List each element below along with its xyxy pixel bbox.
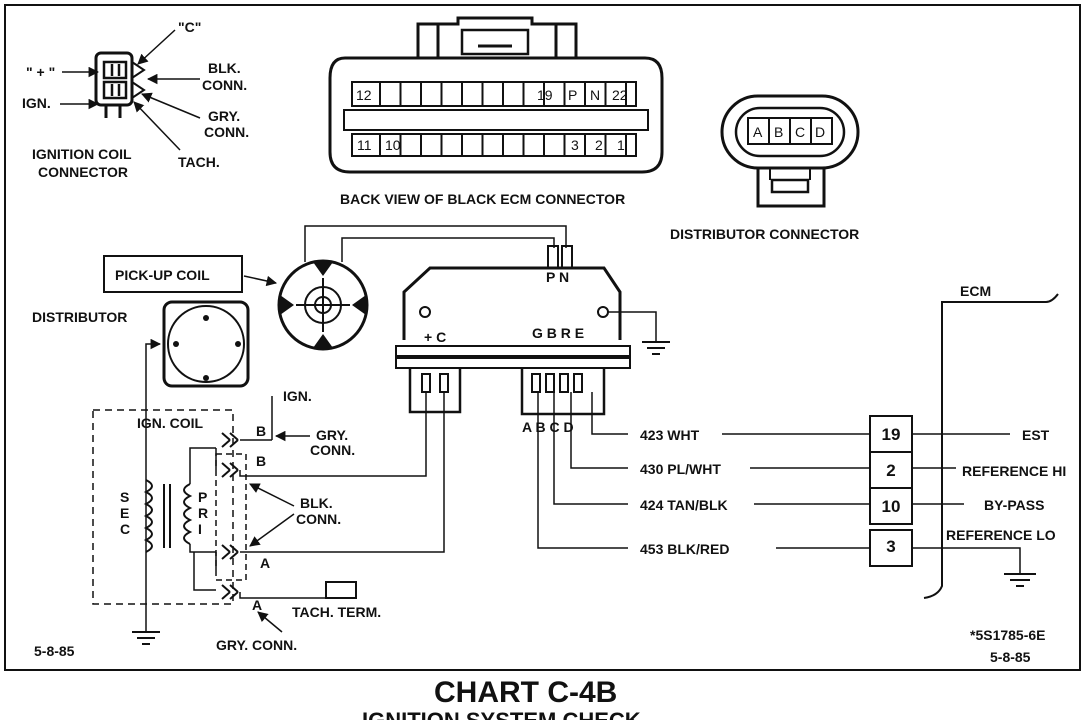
ecm-pin-number: 3 — [886, 537, 895, 556]
blk-conn-label-1: BLK. — [208, 60, 241, 76]
gry-conn-bottom-label: GRY. CONN. — [216, 637, 297, 653]
circuit-function-label: BY-PASS — [984, 497, 1044, 513]
circuit-wire-label: 453 BLK/RED — [640, 541, 729, 557]
circuit-table: 423 WHT 19 EST 430 PL/WHT 2 REFERENCE HI 424 T… — [640, 425, 1066, 557]
ecm-pin-number: 10 — [882, 497, 901, 516]
coil-connector-caption-2: CONNECTOR — [38, 164, 128, 180]
distributor-connector-body — [720, 94, 860, 208]
gry-conn-upper-1: GRY. — [316, 427, 348, 443]
ecm-pin-22: 22 — [612, 87, 628, 103]
ecm-pin-number: 2 — [886, 461, 895, 480]
pickup-coil — [103, 225, 567, 351]
ecm-pin-19: 19 — [537, 87, 553, 103]
pn-label: P N — [546, 269, 569, 285]
ecm-connector-body — [328, 16, 664, 174]
pri-label-p: P — [198, 489, 207, 505]
c-terminal-label: "C" — [178, 19, 201, 35]
ecm-top-pin-cells — [379, 82, 627, 106]
circuit-wire-label: 423 WHT — [640, 427, 700, 443]
terminal-a-lower: A — [260, 555, 270, 571]
ecm-pin-10: 10 — [385, 137, 401, 153]
sec-label-e: E — [120, 505, 129, 521]
ecm-label: ECM — [960, 283, 991, 299]
date-left: 5-8-85 — [34, 643, 75, 659]
sec-label-s: S — [120, 489, 129, 505]
terminal-a-bottom: A — [252, 597, 262, 613]
chart-subtitle: IGNITION SYSTEM CHECK — [362, 708, 641, 720]
module-ecm-wiring — [537, 293, 1059, 599]
pri-label-i: I — [198, 521, 202, 537]
module-right-label: G B R E — [532, 325, 584, 341]
sec-label-c: C — [120, 521, 130, 537]
ignition-coil-schematic — [92, 392, 445, 645]
blk-conn-mid-2: CONN. — [296, 511, 341, 527]
circuit-function-label: REFERENCE LO — [946, 527, 1056, 543]
ecm-pin-12: 12 — [356, 87, 372, 103]
dist-pin-c: C — [795, 124, 805, 140]
ecm-pin-2: 2 — [595, 137, 603, 153]
ign-feed-label: IGN. — [283, 388, 312, 404]
dist-pin-a: A — [753, 124, 763, 140]
blk-conn-label-2: CONN. — [202, 77, 247, 93]
ecm-connector-caption: BACK VIEW OF BLACK ECM CONNECTOR — [340, 191, 625, 207]
pri-label-r: R — [198, 505, 208, 521]
pickup-coil-label: PICK-UP COIL — [115, 267, 210, 283]
ecm-pin-p: P — [568, 87, 577, 103]
terminal-b-lower: B — [256, 453, 266, 469]
date-right: 5-8-85 — [990, 649, 1031, 665]
ignition-module — [395, 245, 670, 416]
distributor-connector-caption: DISTRIBUTOR CONNECTOR — [670, 226, 859, 242]
module-pin-letters: A B C D — [522, 419, 574, 435]
circuit-function-label: EST — [1022, 427, 1050, 443]
reference-code: *5S1785-6E — [970, 627, 1046, 643]
chart-title: CHART C-4B — [434, 676, 617, 709]
ignition-coil-connector — [60, 29, 201, 151]
circuit-wire-label: 424 TAN/BLK — [640, 497, 728, 513]
ecm-pin-3: 3 — [571, 137, 579, 153]
distributor — [145, 300, 250, 572]
gry-conn-label-2: CONN. — [204, 124, 249, 140]
diagram-frame — [4, 4, 1081, 671]
tach-label: TACH. — [178, 154, 220, 170]
distributor-label: DISTRIBUTOR — [32, 309, 127, 325]
ecm-bottom-pin-cells — [379, 134, 627, 156]
module-left-label: + C — [424, 329, 446, 345]
coil-connector-caption-1: IGNITION COIL — [32, 146, 132, 162]
gry-conn-upper-2: CONN. — [310, 442, 355, 458]
ecm-pin-1: 1 — [617, 137, 625, 153]
ecm-pin-11: 11 — [357, 137, 372, 153]
plus-terminal-label: " + " — [26, 64, 55, 80]
dist-pin-b: B — [774, 124, 783, 140]
ecm-pin-number: 19 — [882, 425, 901, 444]
circuit-wire-label: 430 PL/WHT — [640, 461, 721, 477]
dist-pin-d: D — [815, 124, 825, 140]
ecm-pin-n: N — [590, 87, 600, 103]
gry-conn-label-1: GRY. — [208, 108, 240, 124]
tach-term-label: TACH. TERM. — [292, 604, 381, 620]
terminal-b-upper: B — [256, 423, 266, 439]
circuit-function-label: REFERENCE HI — [962, 463, 1066, 479]
ign-terminal-label: IGN. — [22, 95, 51, 111]
ign-coil-label: IGN. COIL — [137, 415, 204, 431]
blk-conn-mid-1: BLK. — [300, 495, 333, 511]
